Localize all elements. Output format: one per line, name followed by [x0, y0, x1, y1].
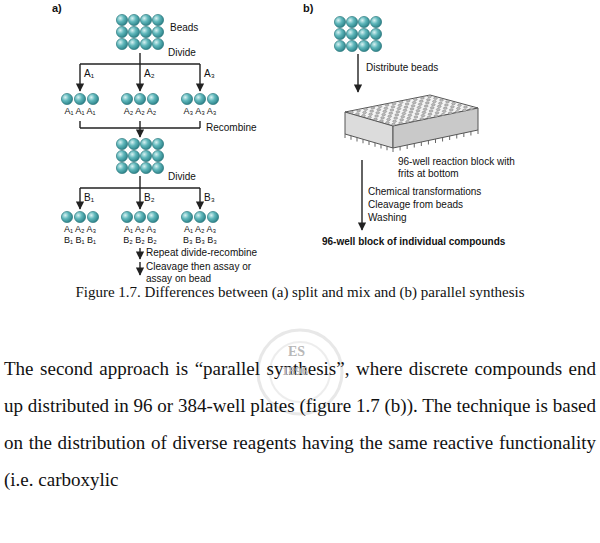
- reagent-label: B₁: [84, 192, 94, 204]
- bead: [87, 93, 98, 104]
- bead: [140, 150, 151, 161]
- bead: [152, 14, 163, 25]
- bead: [152, 26, 163, 37]
- bead: [121, 93, 132, 104]
- bead: [140, 38, 151, 49]
- bead-tag: A₂ A₂ A₂: [116, 106, 164, 116]
- bead: [128, 150, 139, 161]
- bead: [128, 138, 139, 149]
- reaction-block: [345, 95, 478, 152]
- bead: [128, 14, 139, 25]
- result-label: 96-well block of individual compounds: [322, 236, 505, 248]
- bead-tag: A₃ A₃ A₃: [176, 106, 224, 116]
- reagent-label: A₁: [84, 68, 94, 80]
- bead: [346, 40, 357, 51]
- watermark: 1896: [282, 364, 308, 379]
- bead-tag: B₂ B₂ B₂: [116, 235, 164, 245]
- bead: [147, 93, 158, 104]
- bead: [116, 150, 127, 161]
- figure-caption: Figure 1.7. Differences between (a) spli…: [0, 284, 600, 301]
- step-label: Cleavage from beads: [368, 199, 463, 211]
- reagent-label: A₃: [204, 68, 215, 80]
- bead: [207, 211, 218, 222]
- reagent-label: B₃: [204, 192, 215, 204]
- bead: [128, 26, 139, 37]
- reagent-label: B₂: [144, 192, 155, 204]
- watermark: ES: [288, 344, 305, 360]
- bead: [121, 211, 132, 222]
- panel-label: b): [303, 2, 313, 15]
- bead-tag: A₁ A₂ A₃: [176, 224, 224, 234]
- bead: [181, 211, 192, 222]
- bead: [74, 93, 85, 104]
- bead: [116, 138, 127, 149]
- bead-label: Beads: [170, 22, 198, 34]
- step-label: Recombine: [206, 122, 257, 134]
- bead: [116, 26, 127, 37]
- bead: [74, 211, 85, 222]
- bead: [207, 93, 218, 104]
- bead-tag: A₁ A₂ A₃: [56, 224, 104, 234]
- flow-arrows: [80, 53, 362, 275]
- step-label: Repeat divide-recombine: [146, 247, 257, 259]
- bead: [61, 211, 72, 222]
- bead: [152, 38, 163, 49]
- bead: [134, 93, 145, 104]
- block-label: 96-well reaction block with frits at bot…: [398, 156, 518, 179]
- bead: [140, 138, 151, 149]
- bead: [181, 93, 192, 104]
- bead: [194, 93, 205, 104]
- panel-label: a): [52, 2, 62, 15]
- bead-tag: B₃ B₃ B₃: [176, 235, 224, 245]
- bead: [87, 211, 98, 222]
- bead: [152, 162, 163, 173]
- bead: [134, 211, 145, 222]
- bead: [358, 16, 369, 27]
- bead: [116, 14, 127, 25]
- bead: [370, 16, 381, 27]
- bead-group: [61, 14, 381, 222]
- bead: [334, 40, 345, 51]
- bead: [346, 16, 357, 27]
- bead: [370, 40, 381, 51]
- bead: [358, 28, 369, 39]
- bead: [128, 162, 139, 173]
- bead: [147, 211, 158, 222]
- step-label: Chemical transformations: [368, 186, 481, 198]
- step-label: Cleavage then assay or assay on bead: [146, 261, 258, 284]
- reagent-label: A₂: [144, 68, 155, 80]
- bead: [116, 38, 127, 49]
- bead: [334, 28, 345, 39]
- bead: [370, 28, 381, 39]
- bead: [334, 16, 345, 27]
- bead: [140, 26, 151, 37]
- bead: [140, 162, 151, 173]
- bead: [346, 28, 357, 39]
- bead: [128, 38, 139, 49]
- bead: [152, 138, 163, 149]
- bead: [116, 162, 127, 173]
- step-label: Divide: [168, 171, 196, 183]
- step-label: Divide: [168, 47, 196, 59]
- bead: [194, 211, 205, 222]
- bead: [140, 14, 151, 25]
- bead-tag: A₁ A₂ A₃: [116, 224, 164, 234]
- bead: [61, 93, 72, 104]
- bead-tag: A₁ A₁ A₁: [56, 106, 104, 116]
- step-label: Distribute beads: [366, 62, 438, 74]
- bead: [152, 150, 163, 161]
- bead-tag: B₁ B₁ B₁: [56, 235, 104, 245]
- step-label: Washing: [368, 212, 407, 224]
- bead: [358, 40, 369, 51]
